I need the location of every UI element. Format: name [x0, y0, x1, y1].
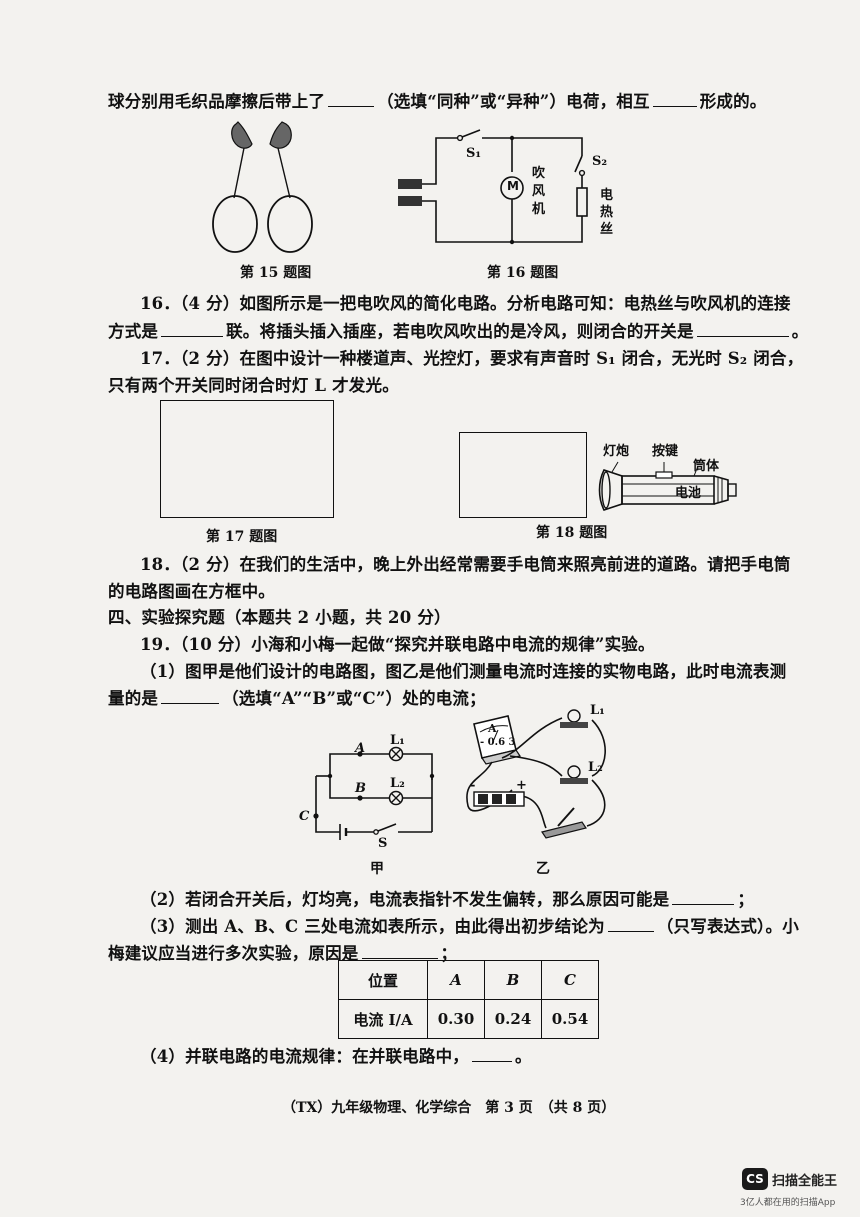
table-cell-c: 0.54 — [541, 999, 599, 1039]
q19-jia-label-l2: L₂ — [390, 776, 405, 791]
page-footer: （TX）九年级物理、化学综合 第 3 页 （共 8 页） — [282, 1100, 616, 1116]
q19-p2-blank — [672, 903, 735, 905]
q19-p3-line-1: （3）测出 A、B、C 三处电流如表所示，由此得出初步结论为 （只写表达式）。小 — [140, 913, 799, 937]
q19-yi-battery-plus: + — [516, 778, 527, 793]
scanner-logo-icon: CS — [742, 1168, 768, 1190]
table-row: 位置 A B C — [338, 960, 599, 1000]
q15-text-line: 球分别用毛织品摩擦后带上了 （选填“同种”或“异种”）电荷，相互 形成的。 — [108, 88, 767, 112]
q15-figure-balloons — [212, 121, 313, 253]
q16-label-s2: S₂ — [592, 154, 608, 169]
q19-yi-meter-label: A — [488, 722, 497, 735]
q16-blank-1 — [161, 335, 224, 337]
q18-answer-box[interactable] — [459, 432, 587, 518]
q16-text-2a: 方式是 — [108, 322, 159, 341]
q16-label-fan-3: 机 — [532, 202, 546, 217]
q16-text-1: 16．（4 分）如图所示是一把电吹风的简化电路。分析电路可知：电热丝与吹风机的连… — [140, 294, 791, 313]
q19-jia-point-a: A — [355, 741, 366, 756]
q17-answer-box[interactable] — [160, 400, 334, 518]
q19-jia-caption: 甲 — [370, 861, 384, 877]
q16-text-2c: 。 — [791, 322, 809, 341]
q19-p3-text-d: ； — [440, 944, 458, 963]
q16-blank-2 — [696, 335, 789, 337]
q19-p4-text-b: 。 — [514, 1047, 532, 1066]
q19-figure-yi-physical — [466, 709, 606, 839]
q19-p2-text-a: （2）若闭合开关后，灯均亮，电流表指针不发生偏转，那么原因可能是 — [140, 890, 670, 909]
q15-text-c: 形成的。 — [699, 92, 767, 111]
q19-yi-meter-scale: - 0.6 3 — [480, 737, 516, 748]
q15-caption: 第 15 题图 — [240, 265, 312, 281]
q19-p3-blank-1 — [607, 930, 654, 932]
q19-p3-blank-2 — [361, 957, 438, 959]
q19-p4-line: （4）并联电路的电流规律：在并联电路中， 。 — [140, 1043, 532, 1067]
q16-caption: 第 16 题图 — [487, 265, 559, 281]
q18-label-key: 按键 — [652, 444, 679, 459]
scanner-brand-name: 扫描全能王 — [772, 1174, 838, 1189]
table-header-c: C — [541, 960, 599, 1000]
q19-jia-point-b: B — [355, 781, 366, 796]
q19-p2-text-b: ； — [737, 890, 755, 909]
table-row: 电流 I/A 0.30 0.24 0.54 — [338, 999, 599, 1039]
q17-text-2: 只有两个开关同时闭合时灯 L 才发光。 — [108, 376, 399, 395]
q15-blank-1 — [328, 105, 375, 107]
q15-text-a: 球分别用毛织品摩擦后带上了 — [108, 92, 326, 111]
q19-jia-label-l1: L₁ — [390, 733, 405, 748]
q19-p3-text-b: （只写表达式）。小 — [656, 917, 799, 936]
section-4-title: 四、实验探究题（本题共 2 小题，共 20 分） — [108, 608, 451, 627]
q19-figure-jia-schematic — [313, 746, 435, 840]
q18-text-2: 的电路图画在方框中。 — [108, 582, 275, 601]
q16-text-2b: 联。将插头插入插座，若电吹风吹出的是冷风，则闭合的开关是 — [226, 322, 694, 341]
q19-p1-blank — [161, 702, 220, 704]
q19-p4-blank — [471, 1060, 512, 1062]
table-cell-b: 0.24 — [484, 999, 542, 1039]
q19-p1-line-2: 量的是 （选填“A”“B”或“C”）处的电流； — [108, 685, 486, 709]
q16-text-2: 方式是 联。将插头插入插座，若电吹风吹出的是冷风，则闭合的开关是 。 — [108, 318, 808, 342]
q19-p4-text-a: （4）并联电路的电流规律：在并联电路中， — [140, 1047, 469, 1066]
q18-text-1: 18．（2 分）在我们的生活中，晚上外出经常需要手电筒来照亮前进的道路。请把手电… — [140, 555, 791, 574]
q19-p3-text-a: （3）测出 A、B、C 三处电流如表所示，由此得出初步结论为 — [140, 917, 605, 936]
q16-label-fan-2: 风 — [532, 184, 546, 199]
q19-yi-caption: 乙 — [536, 861, 550, 877]
q15-text-b: （选填“同种”或“异种”）电荷，相互 — [377, 92, 650, 111]
q16-label-motor: M — [507, 179, 519, 193]
q16-label-heat-2: 热 — [600, 205, 614, 220]
q19-p1-text-a: （1）图甲是他们设计的电路图，图乙是他们测量电流时连接的实物电路，此时电流表测 — [140, 662, 787, 681]
table-header-position: 位置 — [338, 960, 428, 1000]
q19-jia-point-c: C — [299, 809, 310, 824]
q16-label-heat-1: 电 — [600, 188, 614, 203]
q19-current-table: 位置 A B C 电流 I/A 0.30 0.24 0.54 — [338, 960, 599, 1039]
q19-p1-text-b: 量的是 — [108, 689, 159, 708]
q18-figure-flashlight — [598, 461, 737, 511]
q17-caption: 第 17 题图 — [206, 529, 278, 545]
table-header-b: B — [484, 960, 542, 1000]
q16-label-s1: S₁ — [466, 146, 482, 161]
q18-label-tube: 筒体 — [693, 459, 720, 474]
q19-yi-battery-minus: - — [470, 778, 476, 793]
q16-label-heat-3: 丝 — [600, 222, 614, 237]
table-cell-a: 0.30 — [427, 999, 485, 1039]
q16-figure-circuit — [398, 129, 588, 245]
q19-yi-label-l1: L₁ — [590, 703, 605, 718]
q19-p3-line-2: 梅建议应当进行多次实验，原因是 ； — [108, 940, 457, 964]
q19-text-1: 19．（10 分）小海和小梅一起做“探究并联电路中电流的规律”实验。 — [140, 635, 655, 654]
table-cell-current-label: 电流 I/A — [338, 999, 428, 1039]
q18-caption: 第 18 题图 — [536, 525, 608, 541]
q15-blank-2 — [652, 105, 697, 107]
scanner-tagline: 3亿人都在用的扫描App — [740, 1198, 836, 1208]
q19-p1-text-c: （选填“A”“B”或“C”）处的电流； — [222, 689, 486, 708]
table-header-a: A — [427, 960, 485, 1000]
q19-p3-text-c: 梅建议应当进行多次实验，原因是 — [108, 944, 359, 963]
q17-text-1: 17．（2 分）在图中设计一种楼道声、光控灯，要求有声音时 S₁ 闭合，无光时 … — [140, 349, 804, 368]
q16-label-fan-1: 吹 — [532, 166, 546, 181]
q18-label-bulb: 灯炮 — [603, 444, 630, 459]
q18-label-battery: 电池 — [675, 486, 702, 501]
q19-jia-label-s: S — [378, 836, 388, 851]
q19-p2-line: （2）若闭合开关后，灯均亮，电流表指针不发生偏转，那么原因可能是 ； — [140, 886, 754, 910]
q19-yi-label-l2: L₂ — [588, 760, 603, 775]
